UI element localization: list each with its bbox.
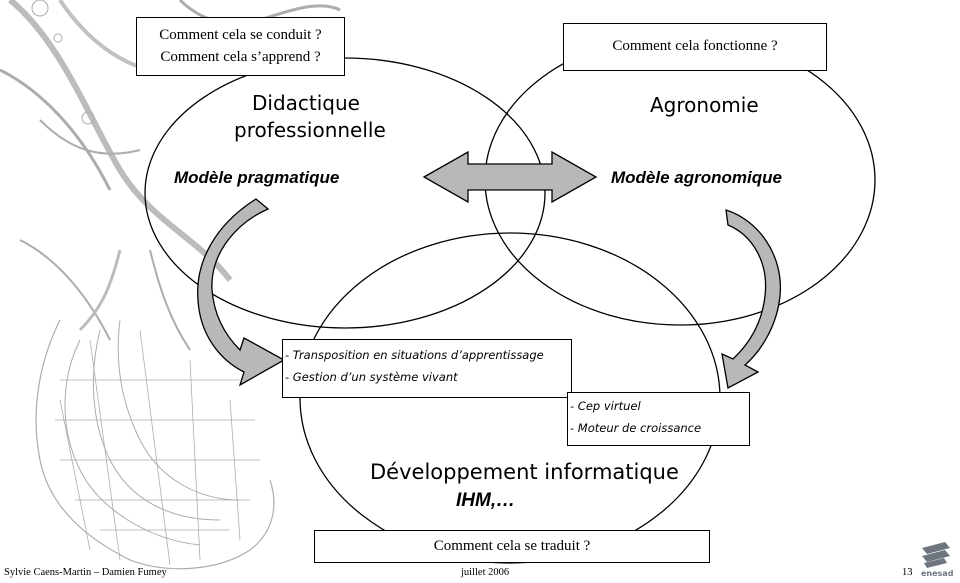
question-box-agronomic: Comment cela fonctionne ? — [563, 23, 827, 71]
question-box-translation: Comment cela se traduit ? — [314, 530, 710, 563]
curved-arrow-left-icon — [197, 198, 286, 387]
ihm-label: IHM,… — [456, 490, 516, 511]
developpement-title: Développement informatique — [370, 460, 679, 484]
question-translate: Comment cela se traduit ? — [433, 538, 591, 554]
question-conduct: Comment cela se conduit ? — [159, 27, 322, 43]
tech-item: - Moteur de croissance — [570, 421, 702, 435]
learning-item: - Gestion d’un système vivant — [285, 370, 458, 384]
enesad-logo-text: enesad — [921, 569, 954, 578]
double-arrow-icon — [422, 150, 598, 204]
agronomie-title: Agronomie — [650, 93, 759, 117]
footer-date: juillet 2006 — [461, 567, 510, 578]
question-function: Comment cela fonctionne ? — [612, 38, 778, 54]
vine-sketch-illustration — [0, 0, 341, 570]
learning-item: - Transposition en situations d’apprenti… — [285, 348, 544, 362]
model-agronomic-label: Modèle agronomique — [611, 168, 782, 187]
footer-page-number: 13 — [902, 567, 913, 578]
didactique-title: Didactique professionnelle — [234, 91, 386, 142]
model-pragmatic-label: Modèle pragmatique — [174, 168, 340, 187]
question-learn: Comment cela s’apprend ? — [160, 49, 321, 65]
footer-authors: Sylvie Caens-Martin – Damien Fumey — [4, 567, 167, 578]
learning-box: - Transposition en situations d’apprenti… — [282, 339, 572, 398]
tech-item: - Cep virtuel — [570, 399, 641, 413]
tech-box: - Cep virtuel - Moteur de croissance — [567, 392, 750, 446]
curved-arrow-right-icon — [721, 209, 782, 389]
question-box-pragmatic: Comment cela se conduit ? Comment cela s… — [136, 17, 345, 76]
circle-didactique — [144, 57, 546, 329]
enesad-logo-icon — [922, 542, 950, 568]
